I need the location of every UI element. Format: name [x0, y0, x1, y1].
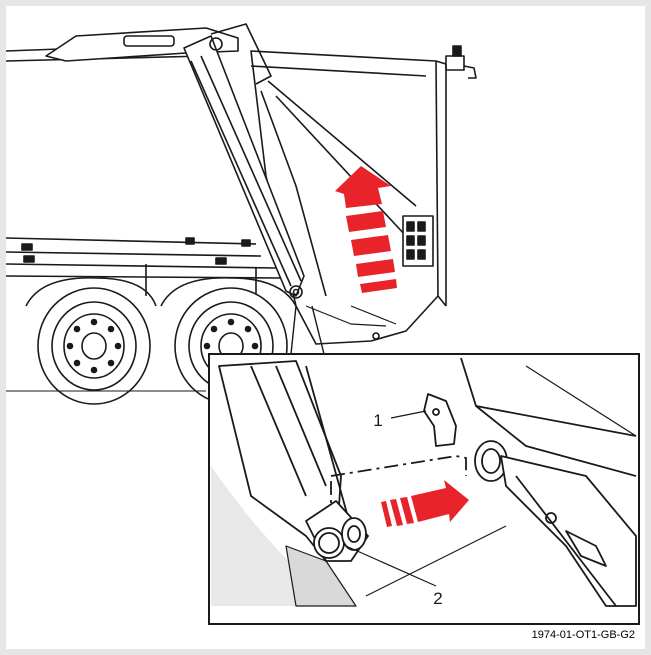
- control-panel: [402, 215, 434, 267]
- leader-line-2: [345, 545, 437, 587]
- technical-illustration: 1 2: [6, 23, 640, 625]
- callout-label-2: 2: [433, 589, 442, 608]
- wheel-front: [37, 287, 151, 405]
- figure-code: 1974-01-OT1-GB-G2: [531, 629, 635, 641]
- tipping-arm: [183, 23, 305, 299]
- callout-label-1: 1: [373, 411, 382, 430]
- figure-frame: 1 2 1974-01-OT1-GB-G2: [6, 6, 645, 649]
- mudguards: [25, 277, 297, 307]
- red-up-arrow-icon: [335, 166, 397, 293]
- detail-inset: 1 2: [208, 305, 640, 625]
- truck-illustration: [6, 23, 477, 405]
- red-right-arrow-icon: [381, 480, 469, 527]
- leader-line-1: [390, 410, 427, 419]
